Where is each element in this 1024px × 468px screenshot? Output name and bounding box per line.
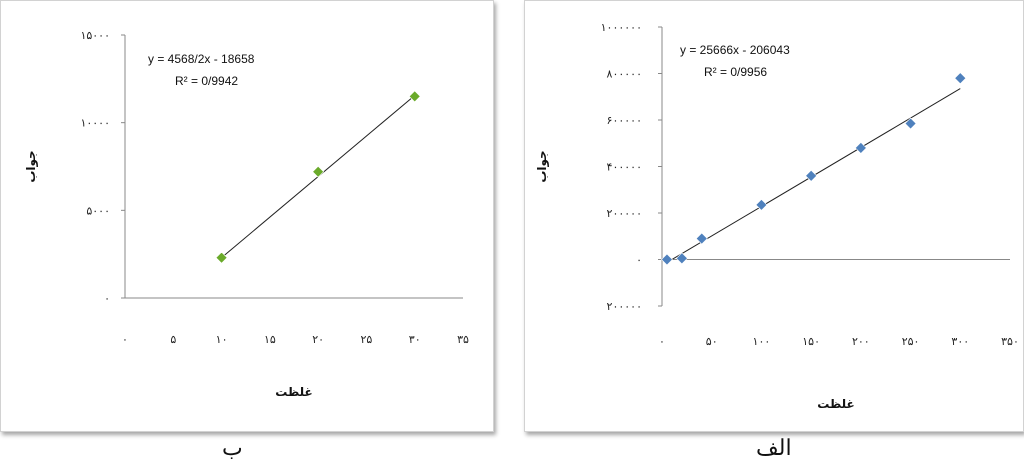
x-tick-label: ۳۰	[409, 333, 421, 346]
x-axis-label: غلظت	[275, 385, 313, 399]
trendline-equation: y = 25666x - 206043	[680, 43, 790, 57]
data-point	[661, 253, 673, 266]
x-tick-label: ۵	[170, 333, 176, 346]
x-tick-label: ۱۰۰	[753, 335, 771, 348]
x-tick-label: ۵۰	[706, 335, 718, 348]
data-point	[408, 90, 421, 103]
chart-frame-b	[0, 0, 494, 432]
y-axis-label: جواب	[535, 150, 550, 182]
y-tick-label: ۰	[104, 292, 110, 305]
data-point	[312, 165, 325, 178]
x-tick-label: ۱۵	[264, 333, 276, 346]
x-tick-label: ۲۵	[361, 333, 373, 346]
x-tick-label: ۳۰۰	[951, 335, 969, 348]
data-point	[805, 169, 818, 182]
x-tick-label: ۱۵۰	[802, 335, 820, 348]
chart-a-svg: ۲۰۰۰۰۰ ۰ ۲۰۰۰۰۰ ۴۰۰۰۰۰ ۶۰۰۰۰۰ ۸۰۰۰۰۰ ۱۰۰۰۰۰۰ ۰ ۵…	[535, 21, 1019, 411]
data-point	[854, 141, 867, 154]
y-tick-label: ۲۰۰۰۰۰	[607, 207, 642, 220]
x-tick-label: ۲۰	[312, 333, 324, 346]
x-tick-label: ۲۰۰	[852, 335, 870, 348]
data-point	[695, 232, 708, 245]
y-tick-label: ۲۰۰۰۰۰	[607, 300, 642, 313]
r-squared-label: R² = 0/9942	[175, 74, 238, 88]
data-point	[904, 117, 917, 130]
y-tick-label: ۵۰۰۰	[86, 204, 110, 217]
data-point	[755, 198, 768, 211]
chart-b-svg: ۰ ۵۰۰۰ ۱۰۰۰۰ ۱۵۰۰۰ ۰ ۵ ۱۰ ۱۵ ۲۰ ۲۵ ۳۰ ۳۵ غلظت جواب y =…	[24, 29, 469, 399]
x-tick-label: ۰	[659, 335, 665, 348]
chart-b-caption: ب	[222, 436, 243, 461]
x-tick-label: ۱۰	[216, 333, 228, 346]
x-tick-label: ۳۵۰	[1001, 335, 1019, 348]
x-tick-label: ۲۵۰	[902, 335, 920, 348]
data-point	[215, 251, 228, 264]
y-tick-label: ۰	[636, 254, 642, 267]
trendline-equation: y = 4568/2x - 18658	[148, 52, 255, 66]
y-tick-label: ۱۰۰۰۰۰۰	[601, 21, 642, 34]
y-axis-label: جواب	[24, 150, 39, 182]
x-tick-label: ۳۵	[457, 333, 469, 346]
x-axis-label: غلظت	[817, 397, 855, 411]
y-tick-label: ۶۰۰۰۰۰	[607, 114, 642, 127]
data-point	[675, 252, 688, 265]
y-tick-label: ۱۵۰۰۰	[80, 29, 110, 42]
data-point	[954, 72, 967, 85]
x-tick-label: ۰	[122, 333, 128, 346]
r-squared-label: R² = 0/9956	[704, 65, 767, 79]
chart-panel-a: ۲۰۰۰۰۰ ۰ ۲۰۰۰۰۰ ۴۰۰۰۰۰ ۶۰۰۰۰۰ ۸۰۰۰۰۰ ۱۰۰۰۰۰۰ ۰ ۵…	[524, 0, 1024, 432]
y-tick-label: ۱۰۰۰۰	[80, 117, 110, 130]
y-tick-label: ۸۰۰۰۰۰	[607, 68, 642, 81]
y-tick-label: ۴۰۰۰۰۰	[607, 161, 642, 174]
chart-a-caption: الف	[756, 436, 792, 461]
chart-panel-b: ۰ ۵۰۰۰ ۱۰۰۰۰ ۱۵۰۰۰ ۰ ۵ ۱۰ ۱۵ ۲۰ ۲۵ ۳۰ ۳۵ غلظت جواب y =…	[0, 0, 494, 432]
